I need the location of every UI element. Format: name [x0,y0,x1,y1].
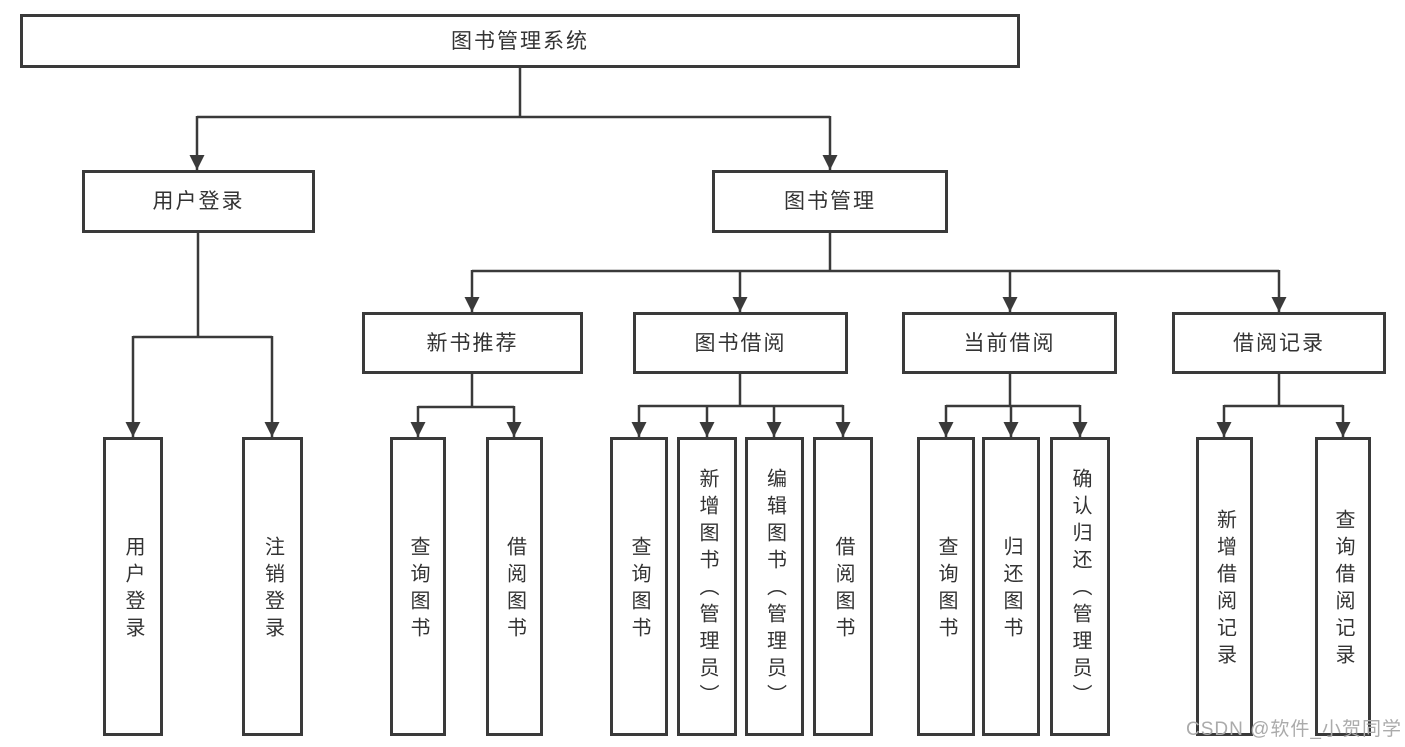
node-return-book: 归还图书 [982,437,1040,736]
node-query-borrow-record: 查询借阅记录 [1315,437,1371,736]
node-book-borrow: 图书借阅 [633,312,848,374]
node-query-book-1: 查询图书 [390,437,446,736]
node-user-login-action: 用户登录 [103,437,163,736]
node-borrow-records: 借阅记录 [1172,312,1386,374]
node-borrow-book-2: 借阅图书 [813,437,873,736]
node-current-borrow: 当前借阅 [902,312,1117,374]
node-new-book-recommend: 新书推荐 [362,312,583,374]
node-query-book-2: 查询图书 [610,437,668,736]
node-query-book-3: 查询图书 [917,437,975,736]
node-add-book-admin: 新增图书（管理员） [677,437,737,736]
node-system-title: 图书管理系统 [20,14,1020,68]
csdn-watermark: CSDN @软件_小贺同学 [1186,719,1402,740]
node-edit-book-admin: 编辑图书（管理员） [745,437,804,736]
node-confirm-return-admin: 确认归还（管理员） [1050,437,1110,736]
node-add-borrow-record: 新增借阅记录 [1196,437,1253,736]
node-user-login: 用户登录 [82,170,315,233]
node-borrow-book-1: 借阅图书 [486,437,543,736]
node-book-management: 图书管理 [712,170,948,233]
node-logout-action: 注销登录 [242,437,303,736]
